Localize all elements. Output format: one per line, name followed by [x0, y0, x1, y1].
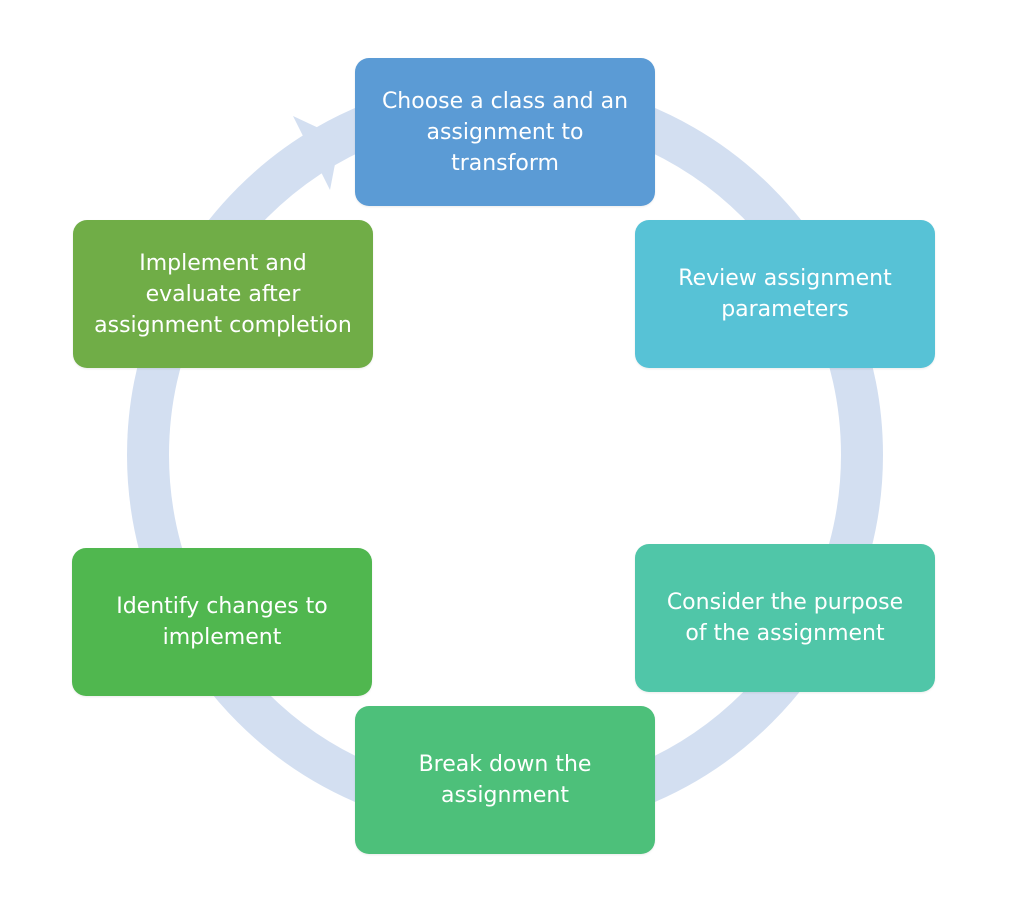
step-implement-evaluate-label: Implement and evaluate after assignment …	[94, 250, 352, 338]
step-review-parameters: Review assignment parameters	[635, 220, 935, 368]
step-choose-class-label: Choose a class and an assignment to tran…	[381, 88, 629, 176]
step-consider-purpose-label: Consider the purpose of the assignment	[666, 590, 904, 646]
step-identify-changes-label: Identify changes to implement	[116, 594, 328, 650]
step-identify-changes: Identify changes to implement	[72, 548, 372, 696]
step-break-down: Break down the assignment	[355, 706, 655, 854]
step-break-down-label: Break down the assignment	[418, 752, 592, 808]
step-choose-class: Choose a class and an assignment to tran…	[355, 58, 655, 206]
step-review-parameters-label: Review assignment parameters	[678, 266, 892, 322]
step-consider-purpose: Consider the purpose of the assignment	[635, 544, 935, 692]
cycle-arrowhead-icon	[293, 116, 340, 190]
step-implement-evaluate: Implement and evaluate after assignment …	[73, 220, 373, 368]
